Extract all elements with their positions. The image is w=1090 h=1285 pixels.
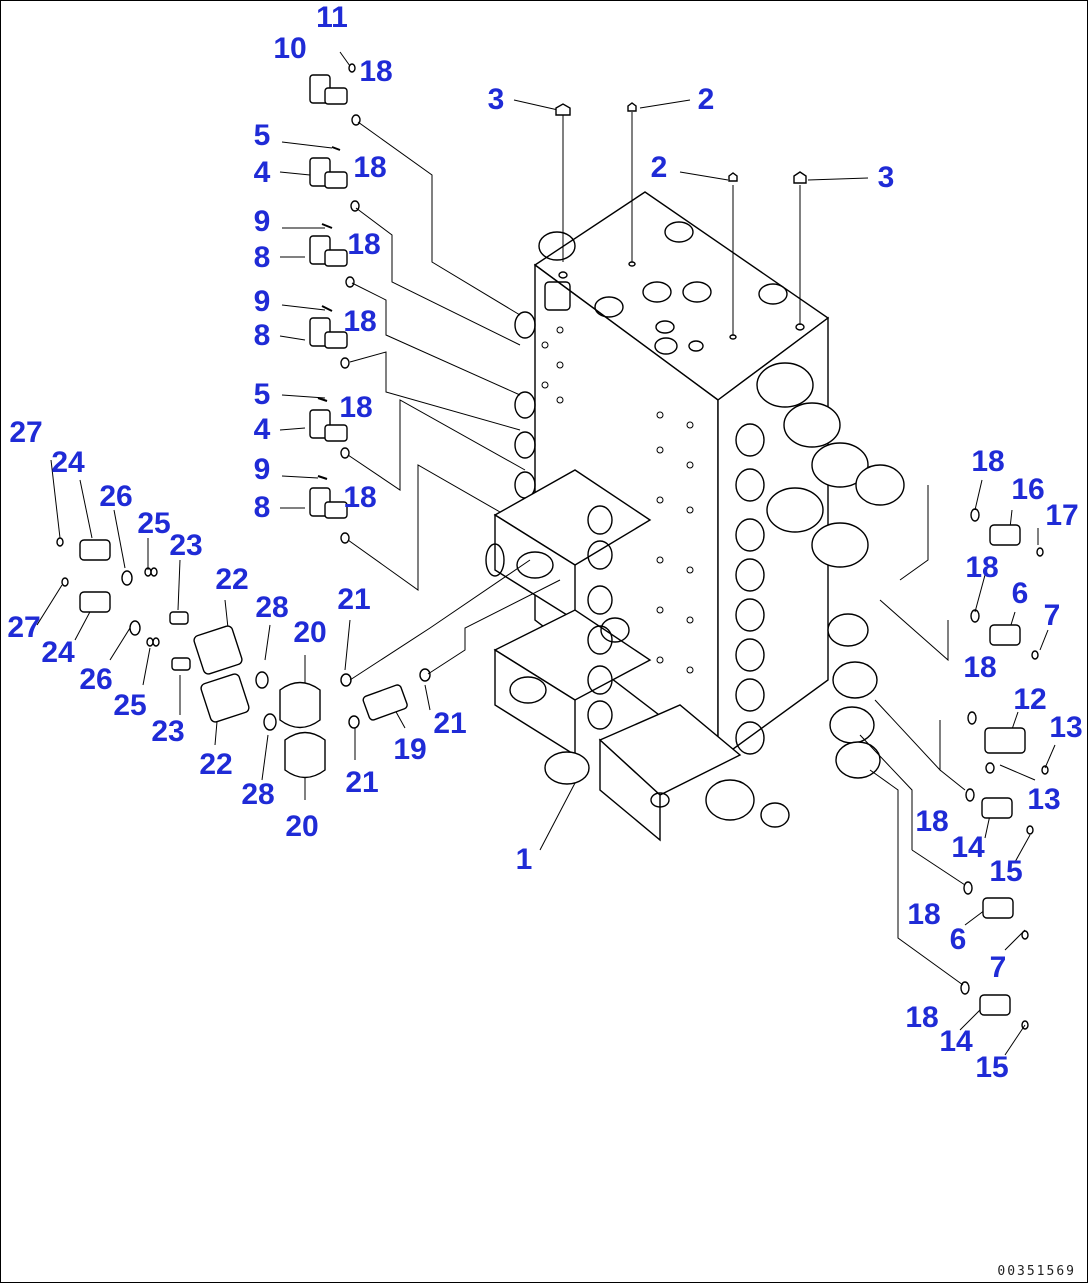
part-label-14: 14 <box>951 831 985 864</box>
part-label-26: 26 <box>79 663 113 696</box>
part-label-21: 21 <box>433 707 467 740</box>
exploded-parts <box>56 63 1049 1030</box>
part-label-23: 23 <box>151 715 185 748</box>
part-label-28: 28 <box>241 778 275 811</box>
part-label-3: 3 <box>487 83 505 116</box>
right-spool-caps <box>735 362 905 779</box>
part-label-8: 8 <box>253 241 271 274</box>
part-label-6: 6 <box>949 923 967 956</box>
part-label-7: 7 <box>989 951 1007 984</box>
part-label-18: 18 <box>963 651 997 684</box>
part-label-4: 4 <box>253 413 271 446</box>
part-label-18: 18 <box>339 391 373 424</box>
part-label-27: 27 <box>7 611 41 644</box>
front-section-plates <box>485 469 790 842</box>
part-label-25: 25 <box>137 507 171 540</box>
part-label-13: 13 <box>1049 711 1083 744</box>
part-label-24: 24 <box>41 636 75 669</box>
part-label-2: 2 <box>650 151 668 184</box>
part-label-25: 25 <box>113 689 147 722</box>
part-label-2: 2 <box>697 83 715 116</box>
part-label-6: 6 <box>1011 577 1029 610</box>
part-label-8: 8 <box>253 491 271 524</box>
part-label-9: 9 <box>253 285 271 318</box>
part-label-9: 9 <box>253 453 271 486</box>
part-label-19: 19 <box>393 733 427 766</box>
part-label-4: 4 <box>253 156 271 189</box>
leader-lines <box>36 51 1056 1056</box>
part-label-18: 18 <box>343 305 377 338</box>
part-label-24: 24 <box>51 446 85 479</box>
part-label-12: 12 <box>1013 683 1047 716</box>
part-label-27: 27 <box>9 416 43 449</box>
part-label-1: 1 <box>515 843 533 876</box>
part-label-15: 15 <box>975 1051 1009 1084</box>
face-bolt-holes <box>541 326 694 674</box>
part-label-18: 18 <box>971 445 1005 478</box>
part-label-22: 22 <box>199 748 233 781</box>
part-label-18: 18 <box>905 1001 939 1034</box>
part-label-9: 9 <box>253 205 271 238</box>
part-label-16: 16 <box>1011 473 1045 506</box>
part-label-18: 18 <box>915 805 949 838</box>
part-label-20: 20 <box>285 810 319 843</box>
part-label-18: 18 <box>353 151 387 184</box>
part-label-18: 18 <box>359 55 393 88</box>
part-label-28: 28 <box>255 591 289 624</box>
part-label-5: 5 <box>253 119 271 152</box>
part-label-3: 3 <box>877 161 895 194</box>
part-label-26: 26 <box>99 480 133 513</box>
main-valve-body <box>485 191 905 842</box>
part-label-8: 8 <box>253 319 271 352</box>
part-label-14: 14 <box>939 1025 973 1058</box>
part-label-11: 11 <box>316 1 348 34</box>
part-label-10: 10 <box>273 32 307 65</box>
part-label-21: 21 <box>337 583 371 616</box>
part-label-23: 23 <box>169 529 203 562</box>
part-label-18: 18 <box>907 898 941 931</box>
drawing-code: 00351569 <box>997 1264 1076 1279</box>
part-label-13: 13 <box>1027 783 1061 816</box>
part-label-18: 18 <box>343 481 377 514</box>
part-label-5: 5 <box>253 378 271 411</box>
part-label-22: 22 <box>215 563 249 596</box>
part-label-18: 18 <box>965 551 999 584</box>
part-label-7: 7 <box>1043 599 1061 632</box>
part-label-17: 17 <box>1045 499 1079 532</box>
part-label-21: 21 <box>345 766 379 799</box>
part-label-15: 15 <box>989 855 1023 888</box>
part-label-20: 20 <box>293 616 327 649</box>
part-label-18: 18 <box>347 228 381 261</box>
